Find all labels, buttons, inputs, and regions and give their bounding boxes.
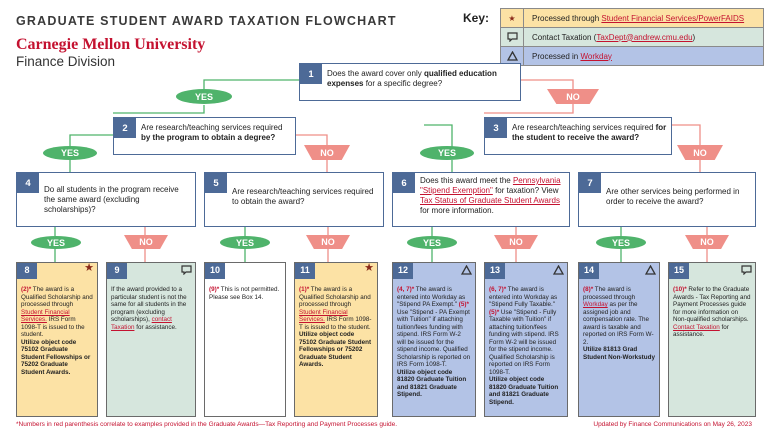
key-row-workday: Processed in Workday: [500, 46, 764, 66]
step-number: 2: [114, 118, 136, 138]
no-badge: NO: [304, 145, 350, 160]
key-label: Key:: [463, 11, 490, 25]
contact-taxation-link[interactable]: Contact Taxation: [673, 323, 720, 331]
step-number: 14: [579, 263, 599, 279]
result-14: 14 (8)* The award is processed through W…: [578, 262, 660, 417]
connector-yes-2: [113, 105, 205, 114]
star-icon: ★: [501, 9, 524, 27]
step-number: 8: [17, 263, 37, 279]
result-11: 11 ★ (1)* The award is a Qualified Schol…: [294, 262, 378, 417]
connector-1-no: [519, 79, 574, 90]
sfs-link[interactable]: Student Financial Services.: [299, 308, 348, 324]
yes-badge: YES: [43, 146, 97, 160]
step-number: 3: [485, 118, 507, 138]
step-number: 11: [295, 263, 315, 279]
connector-2-no: [294, 134, 328, 145]
question-2-text: Are research/teaching services required …: [141, 123, 283, 142]
step-number: 1: [300, 64, 322, 84]
star-icon: ★: [84, 262, 94, 274]
triangle-icon: [644, 264, 657, 277]
triangle-icon: [552, 264, 565, 277]
step-number: 5: [205, 173, 227, 193]
no-badge: NO: [124, 235, 168, 249]
no-badge: NO: [306, 235, 350, 249]
result-15: 15 (10)* Refer to the Graduate Awards - …: [668, 262, 756, 417]
step-number: 15: [669, 263, 689, 279]
key-row-sfs: ★ Processed through Student Financial Se…: [500, 8, 764, 28]
speech-bubble-icon: [741, 265, 752, 277]
no-badge: NO: [494, 235, 538, 249]
result-10: 10 (9)* This is not permitted. Please se…: [204, 262, 286, 417]
org-logo-text: Carnegie Mellon University: [16, 36, 206, 53]
division-name: Finance Division: [16, 54, 116, 69]
question-3-text: Are research/teaching services required …: [512, 123, 667, 142]
question-1-text: Does the award cover only qualified educ…: [327, 69, 497, 88]
step-number: 7: [579, 173, 601, 193]
yes-badge: YES: [420, 146, 474, 160]
question-2: 2 Are research/teaching services require…: [113, 117, 296, 155]
taxdept-email-link[interactable]: TaxDept@andrew.cmu.edu: [596, 32, 693, 42]
stipend-exemption-link[interactable]: Pennsylvania "Stipend Exemption": [420, 176, 561, 195]
question-5: 5 Are research/teaching services require…: [204, 172, 384, 227]
question-4-text: Do all students in the program receive t…: [44, 185, 179, 214]
yes-badge: YES: [220, 236, 270, 249]
step-number: 12: [393, 263, 413, 279]
yes-badge: YES: [31, 236, 81, 249]
connector-1-yes: [203, 79, 299, 90]
tax-status-link[interactable]: Tax Status of Graduate Student Awards: [420, 196, 560, 205]
workday-link[interactable]: Workday: [583, 301, 608, 308]
connector-no-3: [484, 104, 574, 114]
step-number: 13: [485, 263, 505, 279]
footnote: *Numbers in red parenthesis correlate to…: [16, 421, 398, 428]
yes-badge: YES: [596, 236, 646, 249]
workday-link[interactable]: Workday: [580, 51, 612, 61]
yes-badge: YES: [407, 236, 457, 249]
sfs-link[interactable]: Student Financial Services/PowerFAIDS: [601, 13, 745, 23]
no-badge: NO: [677, 145, 723, 160]
sfs-link[interactable]: Student Financial Services.: [21, 308, 70, 324]
star-icon: ★: [364, 262, 374, 274]
step-number: 6: [393, 173, 415, 193]
key-row-taxation: Contact Taxation (TaxDept@andrew.cmu.edu…: [500, 27, 764, 47]
question-4: 4 Do all students in the program receive…: [16, 172, 196, 227]
step-number: 4: [17, 173, 39, 193]
no-badge: NO: [547, 89, 599, 104]
step-number: 10: [205, 263, 225, 279]
result-13: 13 (6, 7)* The award is entered into Wor…: [484, 262, 568, 417]
question-5-text: Are research/teaching services required …: [232, 187, 374, 206]
question-3: 3 Are research/teaching services require…: [484, 117, 672, 155]
question-7-text: Are other services being performed in or…: [606, 187, 740, 206]
question-6: 6 Does this award meet the Pennsylvania …: [392, 172, 570, 227]
result-8: 8 ★ (2)* The award is a Qualified Schola…: [16, 262, 98, 417]
triangle-icon: [501, 47, 524, 65]
yes-badge: YES: [176, 89, 232, 104]
contact-taxation-link[interactable]: contact Taxation: [111, 316, 172, 331]
connector-2-yes: [69, 134, 113, 147]
question-1: 1 Does the award cover only qualified ed…: [299, 63, 521, 101]
connector-3-no: [670, 124, 701, 145]
question-6-text: Does this award meet the Pennsylvania "S…: [420, 176, 561, 215]
updated-note: Updated by Finance Communications on May…: [593, 421, 752, 428]
connector-3-yes: [424, 124, 453, 147]
question-7: 7 Are other services being performed in …: [578, 172, 756, 227]
page-title: GRADUATE STUDENT AWARD TAXATION FLOWCHAR…: [16, 14, 397, 28]
triangle-icon: [460, 264, 473, 277]
speech-bubble-icon: [501, 28, 524, 46]
no-badge: NO: [685, 235, 729, 249]
result-9: 9 If the award provided to a particular …: [106, 262, 196, 417]
result-12: 12 (4, 7)* The award is entered into Wor…: [392, 262, 476, 417]
step-number: 9: [107, 263, 127, 279]
speech-bubble-icon: [181, 265, 192, 277]
